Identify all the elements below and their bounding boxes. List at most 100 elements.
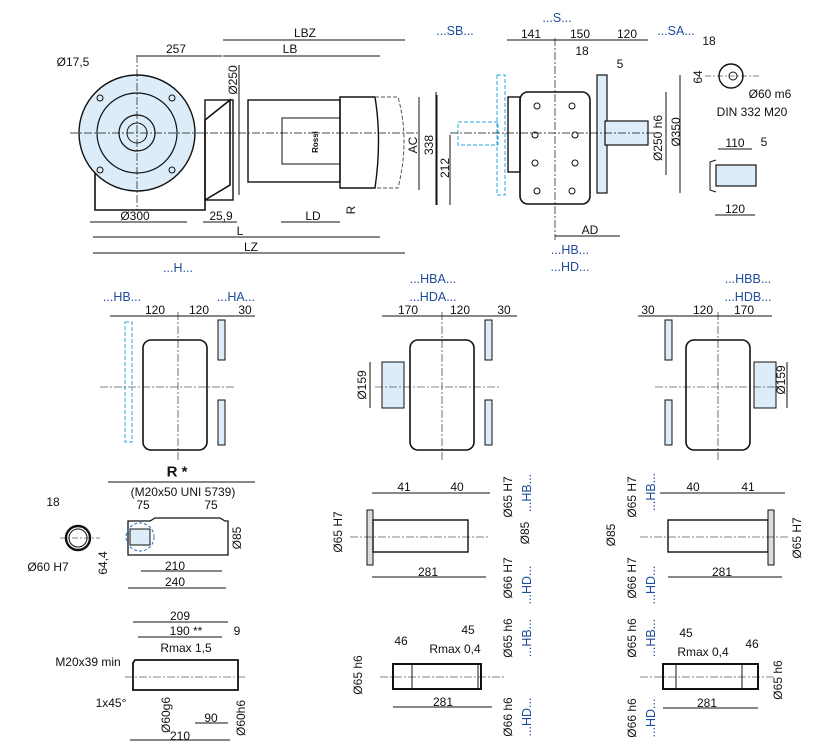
dim-41: 41 [741,480,755,494]
series-label-hd: ...HD... [643,698,658,738]
dim-120: 120 [616,27,638,41]
dim-25-9: 25,9 [209,209,233,223]
dim-60h6: Ø60h6 [234,699,248,737]
dim-85: Ø85 [518,521,532,545]
series-label-hda: ...HDA... [409,289,457,304]
series-label-hb: ...HB... [550,242,590,257]
series-label-hb: ...HB... [102,289,142,304]
dim-250h6: Ø250 h6 [651,114,665,162]
dim-64-4: 64,4 [96,551,110,575]
series-label-hd: ...HD... [643,565,658,605]
dim-5: 5 [616,57,624,71]
bolt-spec: (M20x50 UNI 5739) [130,485,236,499]
dim-60m6: Ø60 m6 [748,87,792,101]
dim-30: 30 [497,303,511,317]
series-label-hbb: ...HBB... [724,271,772,286]
dim-120: 120 [144,303,166,317]
dim-159: Ø159 [355,370,369,400]
dim-300: Ø300 [120,209,150,223]
dim-250: Ø250 [226,65,240,95]
dim-lz: LZ [243,240,259,254]
series-label-ha: ...HA... [216,289,256,304]
dim-281: 281 [432,695,454,709]
dim-210: 210 [164,559,186,573]
brand-logo: Rossi [311,131,320,153]
section-title-r: R * [166,463,188,481]
dim-65h6: Ø65 h6 [625,618,639,658]
dim-65h7: Ø65 H7 [501,476,515,518]
dim-l: L [236,224,244,238]
hollow-shaft-section [60,481,255,589]
rmax-label: Rmax 1,5 [160,641,212,655]
dim-5: 5 [760,135,768,149]
dim-281: 281 [696,696,718,710]
side-view-gearbox [436,38,681,240]
rmax-label: Rmax 0,4 [429,642,481,656]
dim-65h6: Ø65 h6 [351,655,365,695]
series-label-hdb: ...HDB... [724,289,772,304]
dim-60h7: Ø60 H7 [27,560,69,574]
dim-210: 210 [169,729,191,743]
dim-338: 338 [422,134,436,156]
dim-75: 75 [204,498,218,512]
series-label-sb: ...SB... [436,23,474,38]
dim-75: 75 [136,498,150,512]
series-label-s: ...S... [542,10,572,25]
dim-45: 45 [679,626,693,640]
customer-shaft-section [125,621,245,741]
dim-66h7: Ø66 H7 [625,557,639,599]
series-label-hb: ...HB... [643,472,658,512]
dim-150: 150 [569,27,591,41]
hollow-shaft-hb-hd-left [350,492,490,578]
dim-65h7: Ø65 H7 [331,511,345,553]
series-label-h: ...H... [163,260,193,275]
dim-141: 141 [520,27,542,41]
mounting-view-hb-ha [100,312,255,460]
dim-240: 240 [164,575,186,589]
series-label-hb: ...HB... [519,618,534,658]
dim-90: 90 [204,711,218,725]
mounting-view-hbb-hdb [638,312,788,460]
dim-65h6: Ø65 h6 [501,618,515,658]
dim-170: 170 [397,303,419,317]
series-label-sa: ...SA... [657,23,695,38]
dim-65h7: Ø65 H7 [790,517,804,559]
series-label-hd: ...HD... [519,697,534,737]
dim-212: 212 [438,157,452,179]
dim-281: 281 [417,565,439,579]
dim-41: 41 [397,480,411,494]
dim-66h7: Ø66 H7 [501,557,515,599]
series-label-hb: ...HB... [519,473,534,513]
dim-209: 209 [169,609,191,623]
hollow-shaft-hb-hd-right [640,492,790,578]
dim-18: 18 [46,495,60,509]
dim-257: 257 [165,42,187,56]
dim-9: 9 [233,624,241,638]
dim-46: 46 [745,637,759,651]
dim-190: 190 ** [169,624,203,638]
motor-body [247,99,341,183]
dim-66h6: Ø66 h6 [501,697,515,737]
dim-66h6: Ø66 h6 [625,698,639,738]
dim-85: Ø85 [230,526,244,550]
mounting-view-hba-hda [369,312,517,460]
dim-ad: AD [581,223,599,237]
dim-60g6: Ø60g6 [159,696,173,734]
rmax-label: Rmax 0,4 [677,645,729,659]
din-332-label: DIN 332 M20 [716,105,788,119]
dim-lb: LB [282,42,298,56]
dim-r: R [344,205,358,215]
dim-40: 40 [686,480,700,494]
sb-flange-option [496,74,506,196]
dim-170: 170 [733,303,755,317]
series-label-hd: ...HD... [550,259,590,274]
dim-30: 30 [641,303,655,317]
dim-40: 40 [450,480,464,494]
dim-110: 110 [725,136,745,150]
dim-120: 120 [188,303,210,317]
dim-ld: LD [305,209,321,223]
series-label-hb: ...HB... [643,618,658,658]
dim-lbz: LBZ [293,26,317,40]
dim-hole-diameter: Ø17,5 [56,55,90,69]
